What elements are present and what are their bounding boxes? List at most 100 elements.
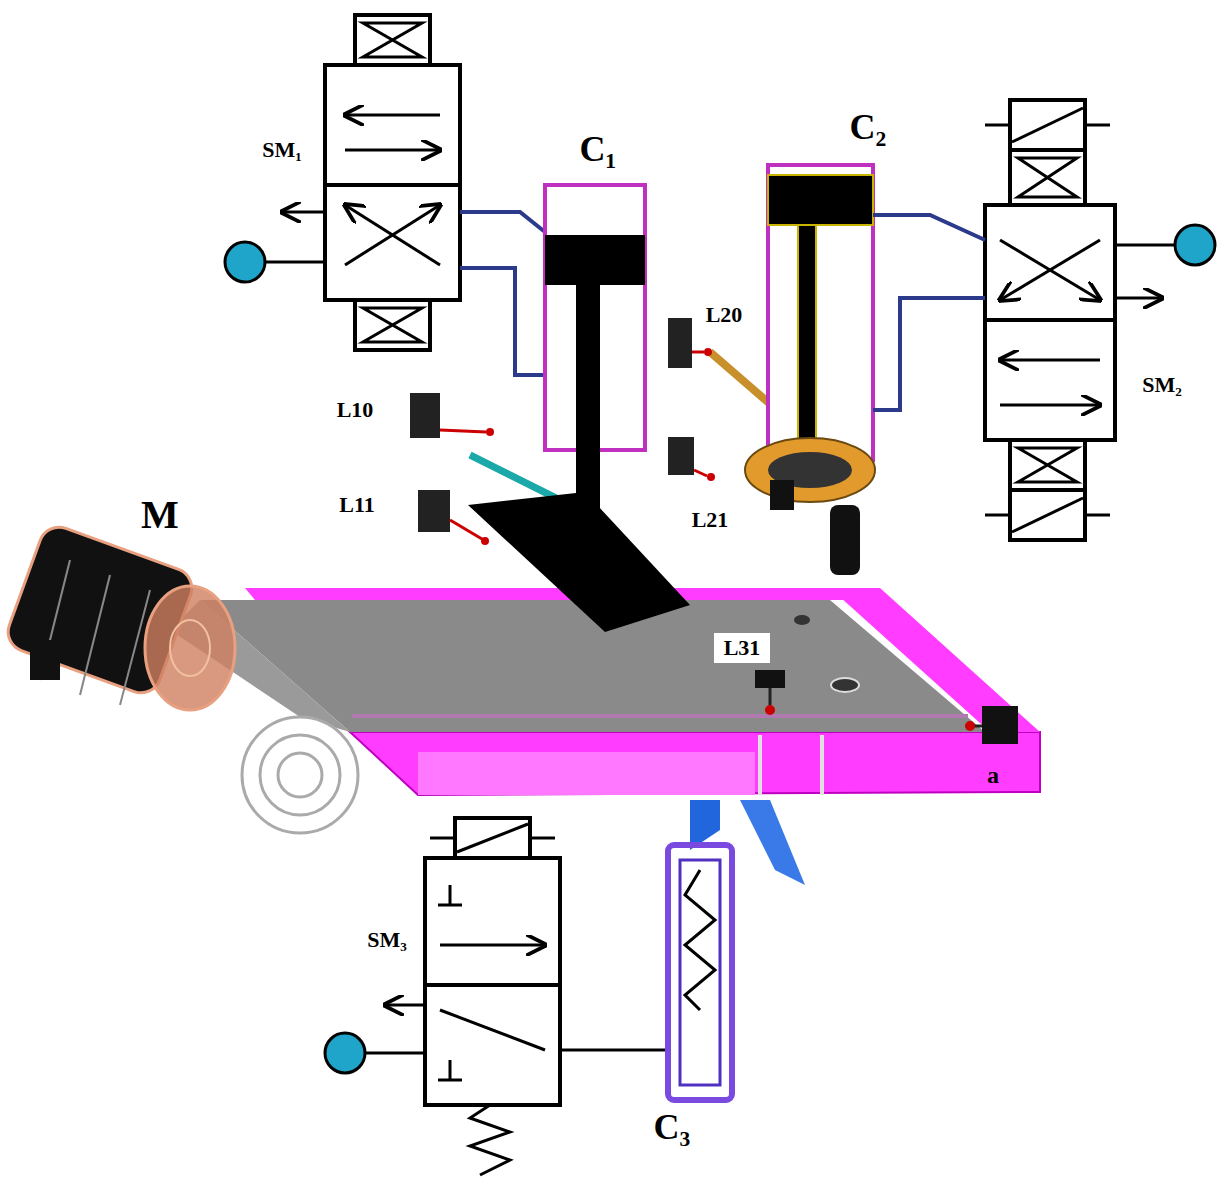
cylinder-c1 [468,492,690,632]
motor [145,586,235,710]
valve-sm1 [345,114,440,117]
valve-sm2 [1018,158,1077,197]
valve-sm1 [345,205,440,265]
cylinder-c1 [545,235,645,285]
pipe [460,268,545,375]
valve-sm3 [425,858,560,1105]
conveyor [352,714,968,718]
valve-sm2 [985,318,1115,322]
sensor [755,670,1018,744]
limit-switch [707,473,715,481]
part-label: L10 [337,398,374,422]
part-label: SM₂ [1142,373,1182,397]
cylinder-c2 [768,165,873,460]
valve-sm2 [1010,440,1085,490]
sensor [765,705,775,715]
part-label: SM₁ [262,138,302,162]
cylinder-c3 [685,870,715,1010]
valve-sm3 [425,983,560,987]
motor [170,620,210,676]
cylinder-c2 [798,225,816,445]
valve-sm1 [265,261,325,264]
valve-sm3 [457,824,528,852]
part-label: C₂ [850,108,887,148]
valve-sm3 [385,1004,425,1007]
limit-switch [481,537,489,545]
valve-sm2 [985,514,1010,517]
valve-sm1 [345,205,440,265]
part-label: L20 [706,303,743,327]
conveyor [260,735,340,815]
valve-sm3 [438,885,462,905]
valve-sm2 [1000,240,1100,300]
valve-sm1 [355,15,430,65]
valve-sm2 [1012,498,1083,532]
valve-sm1 [363,308,422,342]
pipe [460,212,545,232]
part-label: L21 [692,508,729,532]
valve-sm2 [1010,150,1085,205]
valve-sm2 [1000,404,1100,407]
valve-sm2 [1085,124,1110,127]
valve-sm3 [455,818,530,858]
limit-switch [668,437,694,475]
valve-sm2 [1000,240,1100,300]
valve-sm2 [1010,100,1085,150]
valve-sm3 [530,837,555,840]
valve-sm1 [282,211,325,214]
part-label: a [987,762,999,788]
conveyor [794,615,810,625]
limit-switch [692,351,704,354]
sensor [755,670,785,688]
part-label: M [141,493,179,537]
conveyor [242,717,358,833]
valve-sm1 [325,65,460,300]
cylinder-c2 [830,505,860,575]
valve-sm2 [985,124,1010,127]
valve-sm3 [438,1060,462,1080]
valve-sm2 [1115,297,1162,300]
sensor [769,688,772,705]
limit-switch [418,490,450,532]
valve-sm3 [440,1010,545,1050]
motor [3,522,235,710]
valve-sm3 [470,1105,510,1175]
valve-sm1 [363,23,422,57]
limit-switch [668,318,692,368]
conveyor [278,753,322,797]
cylinder-c1 [468,185,690,632]
part-label: SM₃ [367,928,407,952]
valve-sm2 [1010,490,1085,540]
valve-sm1 [225,242,265,282]
sensor [982,706,1018,744]
limit-switch [486,428,494,436]
conveyor [758,735,762,795]
cylinder-c3 [668,845,732,1100]
valve-sm3 [325,1033,365,1073]
conveyor [831,678,859,692]
valve-sm2 [1085,514,1110,517]
motor [80,575,110,695]
valve-sm3 [325,818,668,1175]
part-label: C₁ [580,130,617,170]
cylinder-c3 [680,860,720,1085]
valve-sm1 [225,15,460,350]
sensor [974,725,982,728]
valve-sm2 [1175,225,1215,265]
conveyor [350,732,1040,795]
conveyor [418,752,755,795]
valve-sm1 [325,183,460,187]
conveyor [820,735,824,795]
valve-sm2 [985,100,1215,540]
pipe [873,298,985,410]
valve-sm2 [1018,448,1077,482]
cylinder-c2 [768,175,873,225]
cylinder-c3 [740,800,805,885]
limit-switch [704,348,712,356]
limit-switch [694,470,707,476]
valve-sm2 [985,205,1115,440]
valve-sm2 [1012,108,1083,142]
cylinder-c1 [576,285,600,510]
